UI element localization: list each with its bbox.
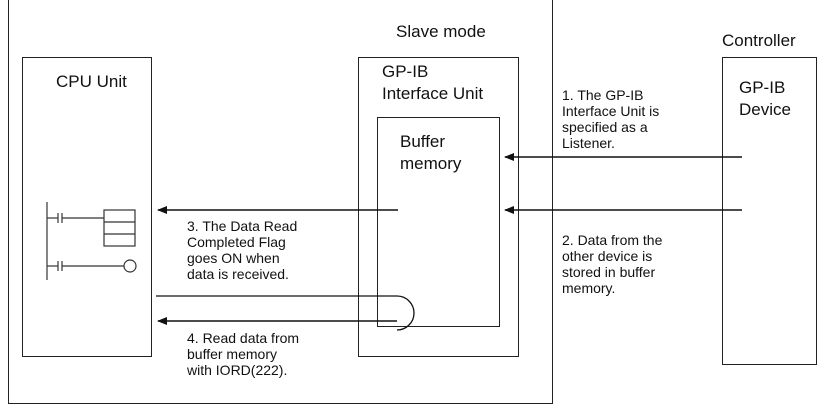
step-3-note: 3. The Data Read Completed Flag goes ON … [187, 218, 298, 282]
ladder-diagram [46, 202, 137, 280]
step-1-note: 1. The GP-IB Interface Unit is specified… [562, 87, 660, 151]
controller-device-box [722, 57, 817, 365]
gpib-device-label: GP-IB Device [739, 78, 791, 119]
buffer-memory-label: Buffer memory [400, 132, 462, 173]
controller-label: Controller [722, 31, 796, 50]
buffer-memory-box [377, 117, 500, 327]
interface-unit-box [358, 57, 519, 357]
ladder-register-icon [103, 209, 136, 247]
step-2-note: 2. Data from the other device is stored … [562, 232, 663, 296]
slave-mode-label: Slave mode [396, 22, 486, 41]
ladder-coil-icon [123, 259, 137, 273]
read-data-path [156, 295, 415, 331]
interface-unit-label: GP-IB Interface Unit [382, 62, 484, 103]
cpu-unit-label: CPU Unit [56, 72, 127, 91]
cpu-unit-box [22, 57, 152, 357]
step-4-note: 4. Read data from buffer memory with IOR… [187, 330, 300, 378]
